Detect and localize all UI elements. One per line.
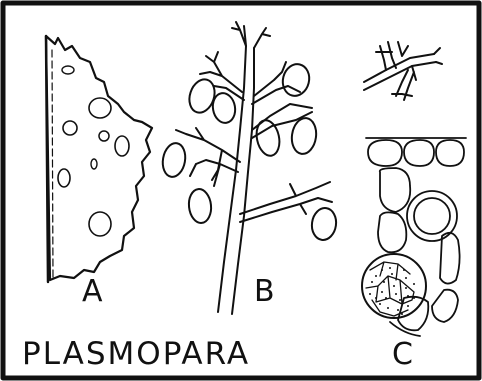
sporangium [290, 117, 319, 156]
leaf-lesion [115, 136, 129, 156]
crown-branch [232, 22, 270, 48]
panel-c-label: C [392, 340, 414, 370]
leaf-midrib-edge [52, 50, 53, 278]
mesophyll-cell [432, 290, 458, 322]
epidermal-cell [404, 140, 434, 166]
panel-b-label: B [254, 277, 276, 307]
oospore-reticulum [366, 262, 414, 316]
lower-right-branch [240, 182, 332, 222]
sporangium [187, 188, 212, 224]
epidermal-cell [368, 140, 402, 166]
oospore-stipple [369, 267, 415, 315]
sporangium [310, 206, 338, 241]
mesophyll-cell [440, 233, 460, 284]
hypha [376, 42, 408, 70]
mesophyll-cell [380, 168, 410, 212]
leaf-lesion [91, 159, 97, 169]
hypha [434, 48, 442, 64]
leaf-lesion [99, 131, 109, 141]
panel-c-tissue [362, 138, 466, 336]
panel-c-hypha [364, 42, 442, 100]
oogonium-inner [414, 198, 450, 234]
leaf-lesion [63, 121, 77, 135]
figure-title: PLASMOPARA [22, 339, 250, 370]
leaf-lesion [58, 169, 70, 187]
epidermal-cell [436, 140, 464, 166]
right-branch [252, 62, 300, 104]
stalk [218, 46, 246, 312]
leaf-lesion [89, 212, 111, 236]
sporangium [160, 141, 188, 178]
panel-a-label: A [82, 277, 104, 307]
panel-b-sporangiophore [160, 22, 338, 314]
panel-a-leaf [46, 36, 152, 282]
leaf-lesion [89, 98, 111, 118]
leaf-lesion [62, 66, 74, 74]
mesophyll-cell [378, 212, 406, 252]
leaf-outline [46, 36, 152, 280]
